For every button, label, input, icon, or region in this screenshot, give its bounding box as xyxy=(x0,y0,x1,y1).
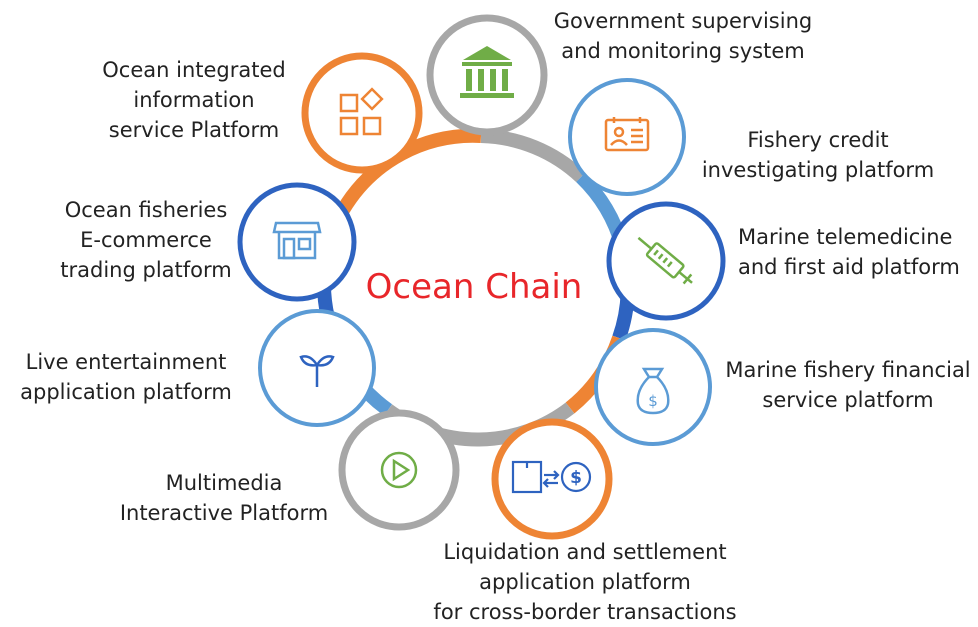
label-line: for cross-border transactions xyxy=(433,600,737,624)
label-multimedia: Multimedia Interactive Platform xyxy=(120,468,328,528)
svg-text:$: $ xyxy=(648,392,658,410)
label-government: Government supervising and monitoring sy… xyxy=(554,6,812,66)
label-line: and first aid platform xyxy=(738,255,960,279)
node-entertainment xyxy=(258,309,376,427)
label-line: information xyxy=(133,88,255,112)
label-ecommerce: Ocean fisheries E-commerce trading platf… xyxy=(60,195,231,285)
label-financial: Marine fishery financial service platfor… xyxy=(725,355,970,415)
label-line: Ocean integrated xyxy=(102,58,286,82)
center-title: Ocean Chain xyxy=(365,267,583,307)
sprout-icon xyxy=(299,355,335,387)
exchange-dollar-icon: $ xyxy=(511,460,592,494)
node-ecommerce xyxy=(237,182,357,302)
label-line: and monitoring system xyxy=(561,39,805,63)
bank-icon xyxy=(460,46,514,98)
label-integrated: Ocean integrated information service Pla… xyxy=(102,55,285,145)
grid-shapes-icon xyxy=(339,87,384,136)
node-credit xyxy=(568,78,686,196)
node-multimedia xyxy=(338,409,460,531)
label-line: service platform xyxy=(762,388,934,412)
label-entertainment: Live entertainment application platform xyxy=(20,347,232,407)
id-card-icon xyxy=(604,117,650,152)
label-line: Government supervising xyxy=(553,9,813,33)
label-line: Marine telemedicine xyxy=(738,225,953,249)
label-credit: Fishery credit investigating platform xyxy=(702,125,934,185)
money-bag-icon: $ xyxy=(636,367,670,415)
node-financial: $ xyxy=(594,328,712,446)
label-line: service Platform xyxy=(108,118,280,142)
label-line: investigating platform xyxy=(701,158,935,182)
label-line: Fishery credit xyxy=(747,128,889,152)
ring-segment xyxy=(480,129,586,183)
node-government xyxy=(426,14,548,136)
label-line: Marine fishery financial xyxy=(725,358,971,382)
label-line: application platform xyxy=(479,570,691,594)
node-liquidation: $ xyxy=(491,418,613,540)
label-line: Liquidation and settlement xyxy=(443,540,727,564)
label-line: application platform xyxy=(20,380,232,404)
play-icon xyxy=(380,451,418,489)
label-telemedicine: Marine telemedicine and first aid platfo… xyxy=(738,222,960,282)
node-telemedicine xyxy=(606,201,726,321)
node-integrated xyxy=(301,52,423,174)
label-line: Multimedia xyxy=(165,471,283,495)
label-line: Ocean fisheries xyxy=(64,198,228,222)
svg-text:$: $ xyxy=(570,468,582,488)
label-line: Interactive Platform xyxy=(119,501,329,525)
syringe-icon xyxy=(637,236,693,285)
label-line: E-commerce xyxy=(80,228,212,252)
label-line: Live entertainment xyxy=(25,350,227,374)
store-icon xyxy=(272,221,322,260)
label-liquidation: Liquidation and settlement application p… xyxy=(433,537,736,627)
label-line: trading platform xyxy=(60,258,232,282)
